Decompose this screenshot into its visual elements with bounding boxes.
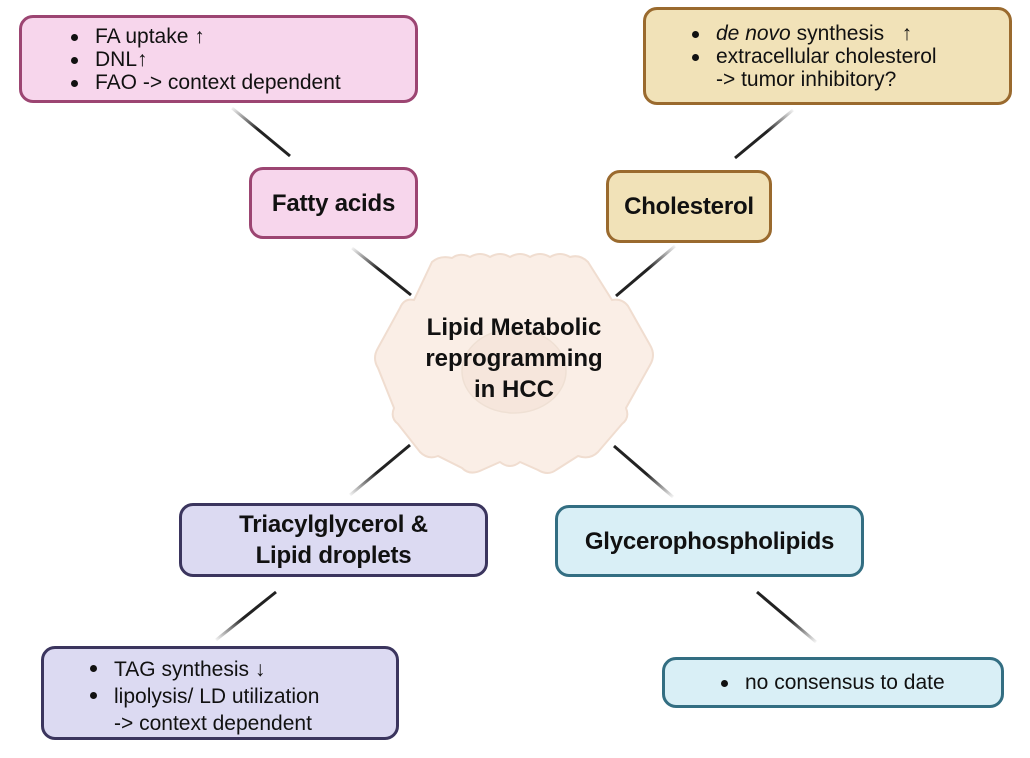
category-fatty-acids: Fatty acids [249, 167, 418, 239]
list-item: FAO -> context dependent [71, 71, 341, 94]
connector-gp-detail [756, 590, 817, 644]
center-title-line: Lipid Metabolic [426, 314, 602, 341]
detail-list: de novo synthesis ↑ extracellular choles… [689, 22, 1009, 91]
detail-list: FA uptake ↑ DNL↑ FAO -> context dependen… [68, 25, 415, 94]
connector-fa-center [351, 246, 412, 297]
detail-list: TAG synthesis ↓ lipolysis/ LD utilizatio… [87, 656, 396, 737]
category-label: Cholesterol [624, 193, 754, 220]
connector-gp-center [613, 444, 674, 499]
category-label: Fatty acids [271, 189, 396, 217]
detail-triacylglycerol: TAG synthesis ↓ lipolysis/ LD utilizatio… [41, 646, 399, 740]
connector-fa-detail [231, 106, 291, 158]
category-label-line: Triacylglycerol & [239, 511, 428, 538]
continuation-text: -> tumor inhibitory? [716, 68, 897, 91]
category-triacylglycerol: Triacylglycerol & Lipid droplets [179, 503, 488, 577]
list-item: extracellular cholesterol-> tumor inhibi… [689, 45, 1009, 91]
list-item: TAG synthesis ↓ [90, 658, 266, 681]
detail-fatty-acids: FA uptake ↑ DNL↑ FAO -> context dependen… [19, 15, 418, 103]
connector-tag-detail [215, 590, 277, 642]
list-item: FA uptake ↑ [71, 25, 205, 48]
category-label: Glycerophospholipids [584, 527, 835, 555]
center-title-line: reprogramming [425, 345, 603, 372]
list-item: de novo synthesis ↑ [692, 22, 913, 45]
category-label-line: Lipid droplets [255, 542, 412, 569]
list-item: lipolysis/ LD utilization-> context depe… [87, 683, 396, 737]
category-glycerophospholipids: Glycerophospholipids [555, 505, 864, 577]
detail-cholesterol: de novo synthesis ↑ extracellular choles… [643, 7, 1012, 105]
detail-list: no consensus to date [718, 671, 1001, 694]
hepatocyte-cell-icon [374, 253, 654, 474]
cell-nucleus [461, 328, 567, 414]
center-title: Lipid Metabolic reprogramming in HCC [375, 312, 653, 405]
connector-chol-center [615, 244, 676, 298]
detail-glycerophospholipids: no consensus to date [662, 657, 1004, 708]
continuation-text: -> context dependent [114, 712, 312, 735]
category-cholesterol: Cholesterol [606, 170, 772, 243]
italic-text: de novo [716, 22, 791, 45]
list-item: DNL↑ [71, 48, 148, 71]
connector-tag-center [349, 443, 411, 497]
list-item: no consensus to date [721, 671, 945, 694]
connector-chol-detail [734, 108, 794, 160]
center-title-line: in HCC [474, 376, 554, 403]
